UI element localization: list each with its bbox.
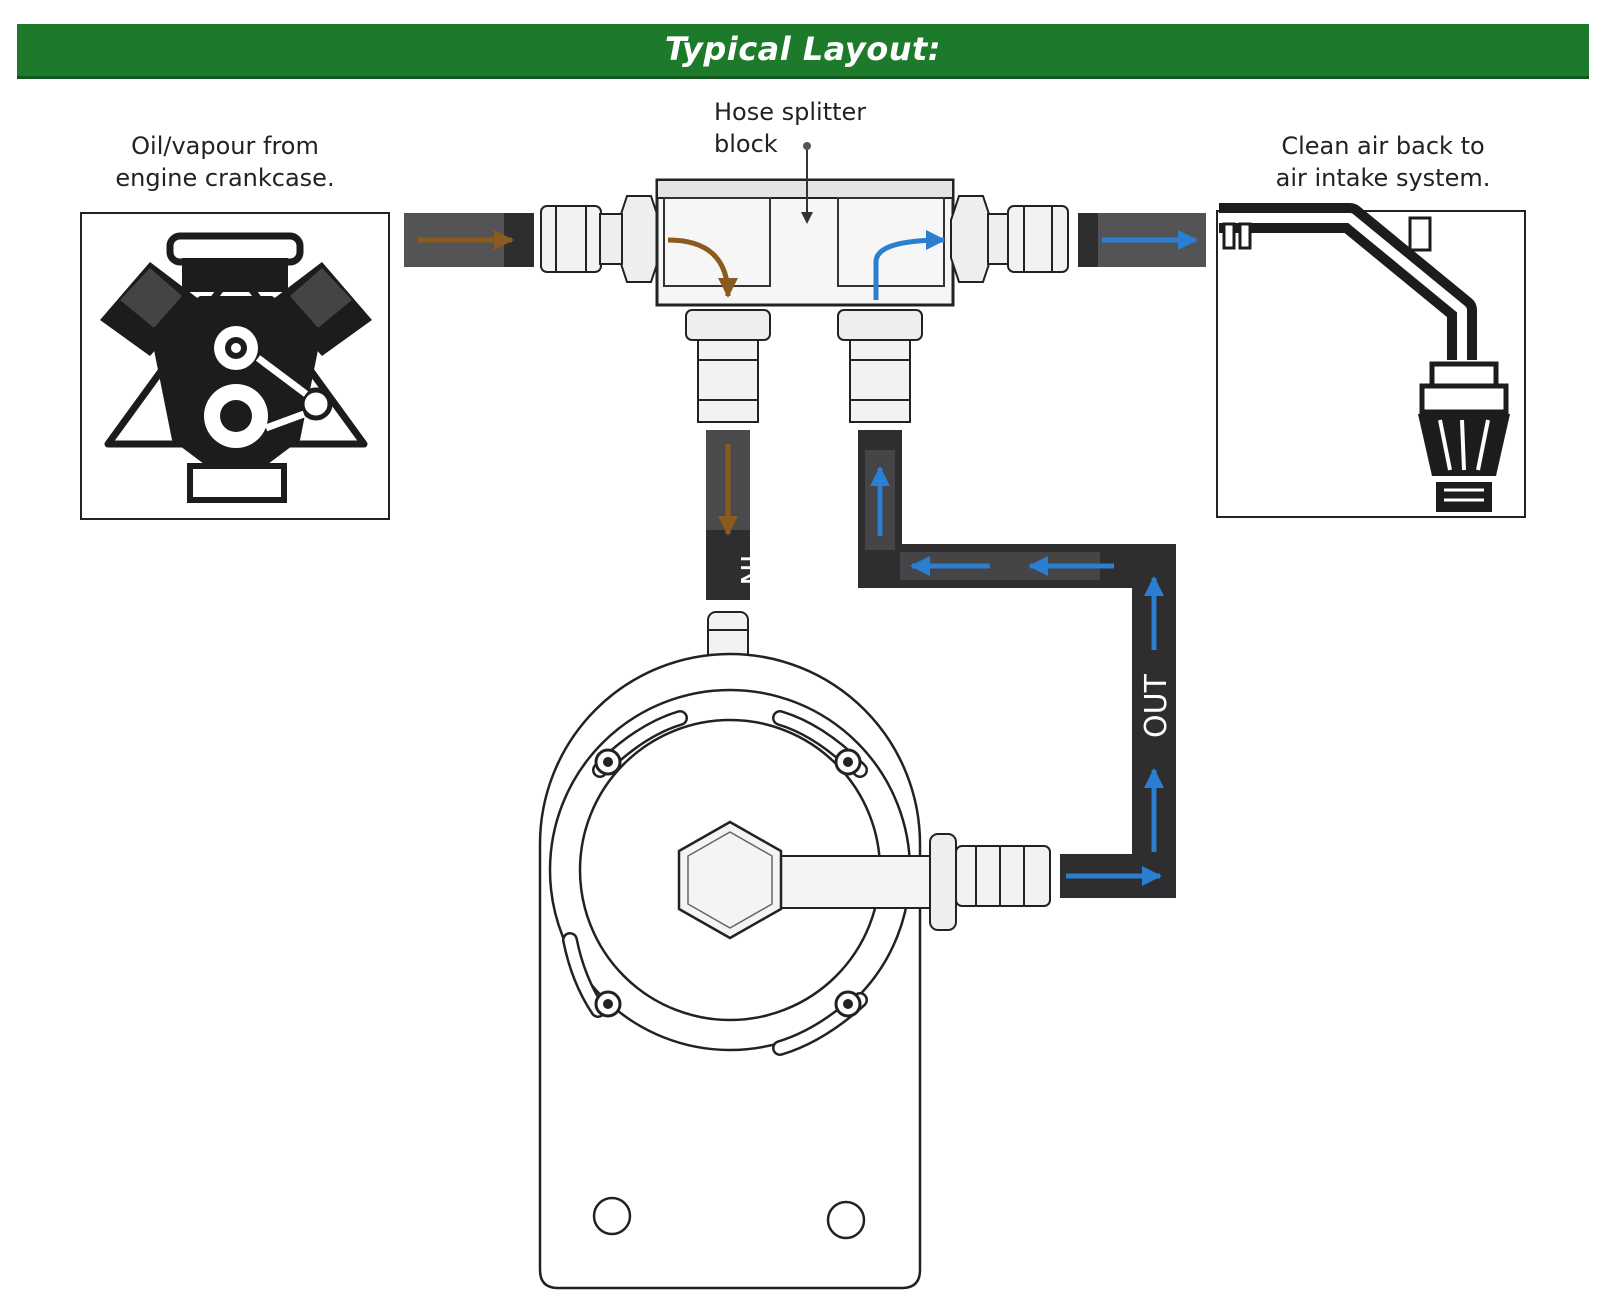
out-hose: OUT — [858, 430, 1176, 898]
in-hose-label: IN — [733, 554, 768, 585]
in-hose: IN — [706, 430, 768, 600]
hose-to-intake — [1078, 213, 1206, 267]
destination-label: Clean air back to air intake system. — [1238, 130, 1528, 194]
source-label: Oil/vapour from engine crankcase. — [90, 130, 360, 194]
source-label-line1: Oil/vapour from — [131, 132, 319, 160]
catch-can — [538, 611, 1051, 1290]
splitter-label-line2: block — [714, 130, 778, 158]
engine-icon — [80, 212, 390, 520]
header-banner: Typical Layout: — [17, 24, 1589, 79]
splitter-label: Hose splitter block — [714, 96, 866, 160]
page-title: Typical Layout: — [664, 30, 942, 68]
splitter-label-line1: Hose splitter — [714, 98, 867, 126]
hose-splitter-block — [540, 142, 1069, 423]
hose-from-engine — [404, 213, 534, 267]
out-hose-label: OUT — [1139, 673, 1174, 738]
destination-label-line2: air intake system. — [1275, 164, 1491, 192]
destination-label-line1: Clean air back to — [1281, 132, 1485, 160]
source-label-line2: engine crankcase. — [115, 164, 335, 192]
air-filter-icon — [1216, 203, 1526, 518]
